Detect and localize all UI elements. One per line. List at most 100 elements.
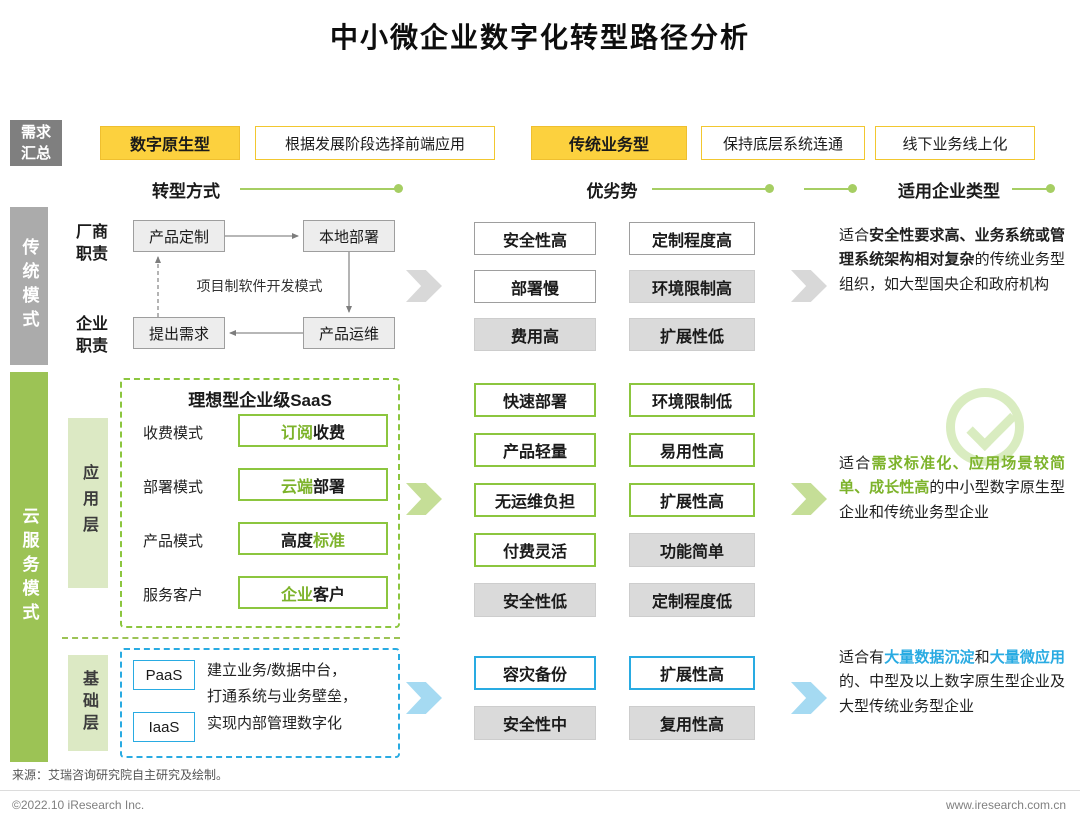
page-title: 中小微企业数字化转型路径分析 <box>329 22 750 53</box>
summary-text-infra: 适合有大量数据沉淀和大量微应用的、中型及以上数字原生型企业及大型传统业务型企业 <box>839 646 1065 719</box>
column-header-pros-cons: 优劣势 <box>586 182 638 201</box>
enterprise-role-label: 企业职责 <box>75 316 108 355</box>
chevron-arrow-icon <box>791 682 827 714</box>
vendor-role-label: 厂商职责 <box>75 224 108 263</box>
saas-value-segment: 部署 <box>313 478 346 496</box>
footer-divider <box>0 790 1080 791</box>
summary-segment: 的传统业务型组织，如大型国央企和政府机构 <box>839 251 1065 293</box>
saas-row-label: 部署模式 <box>143 479 204 496</box>
saas-value-highlight: 云端 <box>280 478 313 496</box>
summary-segment: 适合有 <box>839 649 885 666</box>
column-header-transform-method: 转型方式 <box>152 182 220 201</box>
trait-box: 易用性高 <box>629 433 755 467</box>
trait-box: 安全性高 <box>474 222 596 255</box>
saas-row-value: 订阅收费 <box>238 414 388 447</box>
trait-box: 功能简单 <box>629 533 755 567</box>
summary-text-traditional: 适合安全性要求高、业务系统或管理系统架构相对复杂的传统业务型组织，如大型国央企和… <box>839 224 1065 297</box>
infra-dashed-box <box>120 648 400 758</box>
saas-title: 理想型企业级SaaS <box>188 391 332 410</box>
summary-segment-green: 需求标准化、应用场景较简单、成长性高 <box>839 455 1065 497</box>
saas-value-segment: 高度 <box>280 532 313 550</box>
header-dot-icon <box>848 184 857 193</box>
app-layer-label-text: 应用层 <box>80 464 97 542</box>
project-dev-mode-label: 项目制软件开发模式 <box>196 278 323 294</box>
trait-box: 安全性低 <box>474 583 596 617</box>
saas-value-segment: 客户 <box>313 586 346 604</box>
infra-desc-line: 建立业务/数据中台， <box>207 662 347 679</box>
saas-row-label: 产品模式 <box>143 533 204 550</box>
saas-value-highlight: 标准 <box>313 532 346 550</box>
demand-item-frontend-app: 根据发展阶段选择前端应用 <box>255 126 495 160</box>
trait-box: 无运维负担 <box>474 483 596 517</box>
header-dot-icon <box>1046 184 1055 193</box>
summary-segment: 的中小型数字原生型企业和传统业务型企业 <box>839 479 1065 521</box>
summary-segment-blue: 大量数据沉淀 <box>884 649 975 666</box>
trait-box: 部署慢 <box>474 270 596 303</box>
demand-summary-label: 需求汇总 <box>10 120 62 166</box>
infra-desc-line: 打通系统与业务壁垒， <box>207 688 358 706</box>
saas-value-segment: 收费 <box>313 424 346 442</box>
trait-box: 费用高 <box>474 318 596 351</box>
header-line <box>804 188 850 190</box>
summary-segment: 适合 <box>839 227 870 244</box>
source-note: 来源：艾瑞咨询研究院自主研究及绘制。 <box>12 768 229 782</box>
header-line <box>652 188 768 190</box>
chevron-arrow-icon <box>406 682 442 714</box>
chevron-arrow-icon <box>406 270 442 302</box>
saas-value-highlight: 企业 <box>280 586 313 604</box>
trait-box: 环境限制低 <box>629 383 755 417</box>
trait-box: 扩展性高 <box>629 656 755 690</box>
saas-row-label: 服务客户 <box>143 587 204 604</box>
saas-row-value: 企业客户 <box>238 576 388 609</box>
cloud-service-band: 云服务模式 <box>10 372 48 762</box>
cloud-service-band-label: 云服务模式 <box>19 507 39 627</box>
paas-box: PaaS <box>133 660 195 690</box>
header-line <box>240 188 396 190</box>
infra-description: 建立业务/数据中台， 打通系统与业务壁垒， 实现内部管理数字化 <box>207 658 393 737</box>
trait-box: 付费灵活 <box>474 533 596 567</box>
iaas-box: IaaS <box>133 712 195 742</box>
trait-box: 快速部署 <box>474 383 596 417</box>
footer-copyright: ©2022.10 iResearch Inc. <box>12 798 145 812</box>
chevron-arrow-icon <box>406 483 442 515</box>
trait-box: 安全性中 <box>474 706 596 740</box>
saas-row-value: 云端部署 <box>238 468 388 501</box>
traditional-flow-arrows <box>155 233 352 336</box>
chevron-arrow-icon <box>791 270 827 302</box>
trait-box: 容灾备份 <box>474 656 596 690</box>
trait-box: 产品轻量 <box>474 433 596 467</box>
footer-website: www.iresearch.com.cn <box>945 798 1066 812</box>
chevron-arrow-icon <box>791 483 827 515</box>
saas-row-value: 高度标准 <box>238 522 388 555</box>
summary-segment-bold: 安全性要求高、业务系统或管理系统架构相对复杂 <box>839 227 1065 269</box>
header-dot-icon <box>765 184 774 193</box>
trait-box: 复用性高 <box>629 706 755 740</box>
demand-item-underlying-system: 保持底层系统连通 <box>701 126 865 160</box>
trait-box: 扩展性高 <box>629 483 755 517</box>
flow-node-raise-demand: 提出需求 <box>133 317 225 349</box>
demand-item-traditional-business: 传统业务型 <box>531 126 687 160</box>
infra-layer-label-text: 基础层 <box>80 670 97 736</box>
saas-value-highlight: 订阅 <box>280 424 313 442</box>
header-line <box>1012 188 1048 190</box>
app-layer-label: 应用层 <box>68 418 108 588</box>
traditional-mode-band-label: 传统模式 <box>19 238 39 334</box>
demand-item-digital-native: 数字原生型 <box>100 126 240 160</box>
flow-node-local-deployment: 本地部署 <box>303 220 395 252</box>
summary-segment: 适合 <box>839 455 872 472</box>
column-header-suitable-enterprise: 适用企业类型 <box>898 182 1000 201</box>
trait-box: 扩展性低 <box>629 318 755 351</box>
summary-text-cloud: 适合需求标准化、应用场景较简单、成长性高的中小型数字原生型企业和传统业务型企业 <box>839 452 1065 525</box>
infra-desc-line: 实现内部管理数字化 <box>207 714 343 732</box>
saas-row-label: 收费模式 <box>143 425 204 442</box>
flow-node-product-operation: 产品运维 <box>303 317 395 349</box>
flow-node-product-customization: 产品定制 <box>133 220 225 252</box>
saas-dashed-box <box>120 378 400 628</box>
trait-box: 环境限制高 <box>629 270 755 303</box>
trait-box: 定制程度高 <box>629 222 755 255</box>
traditional-mode-band: 传统模式 <box>10 207 48 365</box>
summary-segment-blue: 大量微应用 <box>989 649 1065 666</box>
summary-segment: 的、中型及以上数字原生型企业及大型传统业务型企业 <box>839 673 1065 715</box>
infra-layer-label: 基础层 <box>68 655 108 751</box>
